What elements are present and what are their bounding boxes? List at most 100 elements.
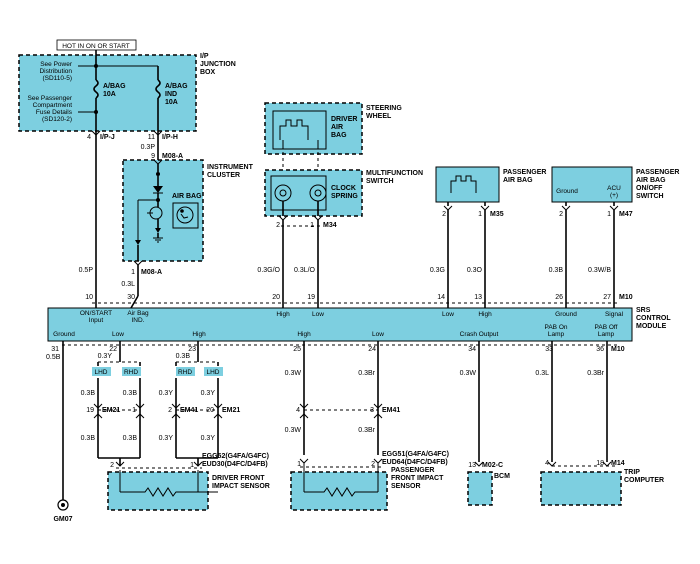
- drv-wire-03b-a: 0.3B: [176, 353, 191, 360]
- tag-lhd-2: [204, 367, 223, 376]
- srs-top-pin-19: 19: [307, 294, 315, 301]
- pas-wire-03br-a: 0.3Br: [358, 370, 375, 377]
- srs-bot-pin-36: 36: [596, 346, 604, 353]
- srs-label-signal: Signal: [605, 311, 624, 318]
- srs-bot-pin-34: 34: [468, 346, 476, 353]
- ip-junction-box: [18, 54, 197, 132]
- srs-label-high-4: High: [297, 331, 311, 338]
- srs-label-ground: Ground: [53, 331, 75, 338]
- srs-label-low-4: Low: [372, 331, 384, 338]
- pas-sensor-pin-c: 1: [297, 461, 301, 468]
- cluster-in-conn: M08-A: [162, 153, 183, 160]
- em41-conn: EM41: [180, 407, 198, 414]
- cluster-out-conn: M08-A: [141, 269, 162, 276]
- em21-conn-right: EM21: [222, 407, 240, 414]
- wire-05p: 0.5P: [79, 267, 94, 274]
- tag-rhd-1-label: RHD: [124, 369, 138, 376]
- srs-label-low-1: Low: [312, 311, 324, 318]
- trip-wire-a: 0.3L: [535, 370, 549, 377]
- egg51-label: EGG51(G4FA/G4FC): [382, 451, 449, 458]
- drv-wire-up-2: 0.3B: [123, 390, 138, 397]
- srs-top-pin-20: 20: [272, 294, 280, 301]
- em41-pin-a: 2: [168, 407, 172, 414]
- srs-bot-pin-24: 24: [368, 346, 376, 353]
- drv-sensor-resistor-icon: [120, 487, 218, 497]
- pab-pin-a: 2: [442, 211, 446, 218]
- em21-pin-a: 19: [86, 407, 94, 414]
- drv-wire-low-2: 0.3B: [123, 435, 138, 442]
- passenger-airbag: [435, 166, 500, 203]
- srs-label-high-2: High: [478, 311, 492, 318]
- mfs-pin-b: 1: [310, 222, 314, 229]
- cluster-out-pin: 1: [131, 269, 135, 276]
- srs-top-pin-14: 14: [437, 294, 445, 301]
- driver-airbag-box: [272, 110, 327, 150]
- pabsw-pin-b: 1: [607, 211, 611, 218]
- trip-pin-a: 4: [545, 460, 549, 467]
- led-icon: [153, 186, 163, 193]
- eud30-label: EUD30(D4FC/D4FB): [202, 461, 268, 468]
- wire-03lo: 0.3L/O: [294, 267, 316, 274]
- egg52-label: EGG52(G4FA/G4FC): [202, 453, 269, 460]
- ip-conn-left: I/P-J: [100, 134, 115, 141]
- pab-switch-acu: ACU(+): [607, 185, 621, 199]
- tag-rhd-1: [122, 367, 141, 376]
- em21-conn-left: EM21: [102, 407, 120, 414]
- em21-pin-b: 1: [132, 407, 136, 414]
- srs-bot-pin-23: 23: [188, 346, 196, 353]
- trip-wire-b: 0.3Br: [587, 370, 604, 377]
- trip-computer-box: [540, 471, 622, 506]
- trip-conn: M14: [611, 460, 625, 467]
- ip-conn-right: I/P-H: [162, 134, 178, 141]
- srs-top-pin-27: 27: [603, 294, 611, 301]
- pas-pin-a: 4: [296, 407, 300, 414]
- drv-sensor-pin-a: 2: [110, 462, 114, 469]
- pas-wire-03w-a: 0.3W: [285, 370, 302, 377]
- wire-03g: 0.3G: [430, 267, 445, 274]
- wire-03b: 0.3B: [549, 267, 564, 274]
- fuse-abag-icon: [93, 79, 99, 99]
- ip-pin-left: 4: [87, 134, 91, 141]
- pas-wire-03br-b: 0.3Br: [358, 427, 375, 434]
- srs-label-high-3: High: [192, 331, 206, 338]
- trip-pin-b: 18: [596, 460, 604, 467]
- tag-lhd-1-label: LHD: [94, 369, 107, 376]
- srs-control-module: [47, 307, 633, 342]
- ground-label: GM07: [53, 516, 72, 523]
- pas-sensor-resistor-icon: [304, 487, 378, 497]
- wire-03wb: 0.3W/B: [588, 267, 611, 274]
- tag-rhd-2: [176, 367, 195, 376]
- wire-05b: 0.5B: [46, 354, 61, 361]
- tag-rhd-2-label: RHD: [178, 369, 192, 376]
- drv-wire-03y-a: 0.3Y: [98, 353, 113, 360]
- srs-top-pin-13: 13: [474, 294, 482, 301]
- tag-lhd-1: [92, 367, 111, 376]
- srs-label-low-2: Low: [442, 311, 454, 318]
- tag-lhd-2-label: LHD: [206, 369, 219, 376]
- srs-top-conn: M10: [619, 294, 633, 301]
- pas-wire-03w-b: 0.3W: [285, 427, 302, 434]
- pab-onoff-switch: [551, 166, 633, 203]
- eud64-label: EUD64(D4FC/D4FB): [382, 459, 448, 466]
- srs-label-low-3: Low: [112, 331, 124, 338]
- pas-sensor-pin-d: 2: [371, 461, 375, 468]
- drv-wire-up-1: 0.3B: [81, 390, 96, 397]
- srs-label-crash: Crash Output: [460, 331, 499, 338]
- squib-icon: [279, 119, 309, 140]
- srs-top-pin-30: 30: [127, 294, 135, 301]
- pab-switch-ground: Ground: [556, 188, 578, 195]
- wire-03go: 0.3G/O: [257, 267, 280, 274]
